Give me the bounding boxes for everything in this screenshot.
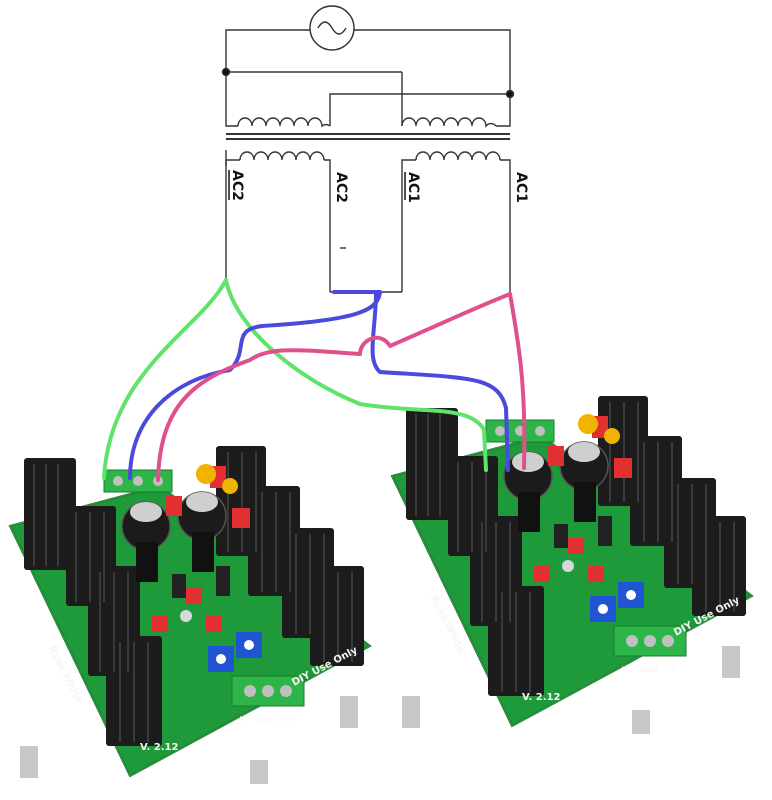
ac-source-symbol bbox=[309, 5, 355, 51]
regulator-board-right: V. 2.12 DIY Use Only Russ White V- GND V… bbox=[391, 395, 753, 735]
winding-labels: AC2 AC2 AC1 AC1 bbox=[228, 170, 529, 203]
pink-wire bbox=[156, 292, 527, 482]
terminal-vplus: V+ bbox=[282, 715, 294, 724]
board-version: V. 2.12 bbox=[140, 742, 178, 753]
terminal-vminus: V- bbox=[622, 665, 630, 674]
secondary-coil-right bbox=[415, 151, 501, 161]
secondary-coil-left bbox=[225, 150, 325, 166]
primary-coil-right bbox=[401, 117, 497, 128]
terminal-gnd: GND bbox=[258, 715, 276, 724]
transformer-schematic bbox=[221, 5, 515, 294]
regulator-board-left: V. 2.12 DIY Use Only Russ White V- GND V… bbox=[9, 445, 371, 785]
board-version: V. 2.12 bbox=[522, 692, 560, 703]
junction-dot-left bbox=[221, 67, 231, 77]
ac-sine-icon bbox=[317, 21, 347, 35]
secondary-right-leads bbox=[401, 159, 511, 294]
terminal-vminus: V- bbox=[240, 715, 248, 724]
terminal-vplus: V+ bbox=[664, 665, 676, 674]
label-ac2: AC2 bbox=[333, 172, 349, 203]
label-ac1-bar: AC1 bbox=[405, 172, 421, 203]
blue-wire bbox=[128, 290, 510, 480]
secondary-left-leads bbox=[225, 159, 331, 292]
primary-top-wire bbox=[225, 29, 511, 94]
terminal-gnd: GND bbox=[640, 665, 658, 674]
primary-cross-wire bbox=[329, 72, 511, 127]
junction-dot-right bbox=[505, 89, 515, 99]
label-ac2-bar: AC2 bbox=[229, 170, 245, 201]
green-wire bbox=[102, 278, 488, 480]
primary-left-wire bbox=[225, 71, 402, 127]
primary-coil-left bbox=[237, 117, 331, 128]
label-ac1: AC1 bbox=[513, 172, 529, 203]
